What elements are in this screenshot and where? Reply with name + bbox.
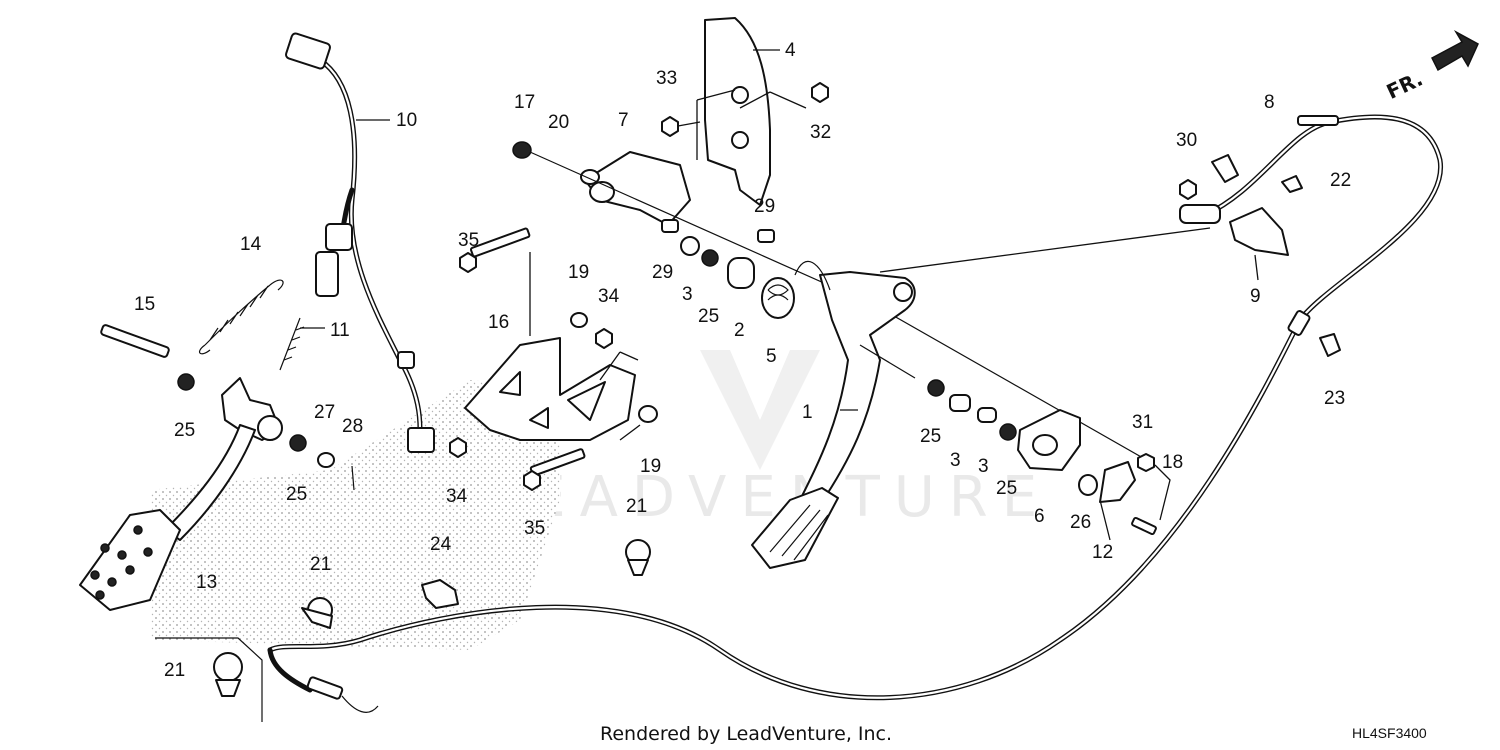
callout-34-b: 34 [446,486,468,507]
bolt-33 [661,116,701,137]
watermark-text: LEADVENTURE [485,465,1051,530]
washer-25-mid [289,434,307,452]
callout-35-a: 35 [458,230,479,251]
callout-3-b: 3 [950,450,961,471]
front-direction-label: FR. [1383,67,1427,104]
pivot-hardware-right [927,379,1157,536]
credit-text: Rendered by LeadVenture, Inc. [600,723,892,745]
nut-19-bottom [638,405,658,423]
callout-22: 22 [1330,170,1351,191]
callout-15: 15 [134,294,155,315]
callout-6: 6 [1034,506,1045,527]
spring-14 [198,279,284,355]
floor-edge-line [155,637,263,722]
callout-20: 20 [548,112,569,133]
bolt-35-bottom [523,448,586,491]
callout-25-d: 25 [920,426,941,447]
callout-24: 24 [430,534,452,555]
cable-end-bracket [1179,154,1303,256]
bolt-35-top [459,227,531,273]
callout-33: 33 [656,68,677,89]
callout-16: 16 [488,312,509,333]
spring-11 [279,317,305,371]
clip-21-lower [301,597,333,629]
callout-27: 27 [314,402,335,423]
shaft-15 [100,324,170,358]
pedal-13 [79,377,283,611]
nut-17 [512,141,532,159]
callout-21-b: 21 [310,554,331,575]
callout-25-b: 25 [174,420,195,441]
clip-23 [1319,333,1341,357]
callout-9: 9 [1250,286,1261,307]
sensor-harness [285,32,435,453]
front-direction-arrow: FR. [1383,30,1479,104]
callout-23: 23 [1324,388,1345,409]
diagram-code: HL4SF3400 [1352,725,1427,741]
watermark: LEADVENTURE [485,350,1051,530]
callout-19-a: 19 [568,262,589,283]
clip-24 [421,579,459,609]
callout-21-a: 21 [626,496,647,517]
clip-21-mid [625,539,651,576]
pivot-hardware [661,219,795,319]
callout-25-a: 25 [698,306,719,327]
callout-28: 28 [342,416,363,437]
callout-11: 11 [330,320,350,341]
callout-32: 32 [810,122,831,143]
bolt-32 [811,82,829,103]
callout-19-b: 19 [640,456,661,477]
callout-12: 12 [1092,542,1113,563]
callout-25-e: 25 [996,478,1017,499]
callout-10: 10 [396,110,417,131]
callouts: 4 33 32 10 17 20 7 29 29 3 25 2 5 14 15 … [134,40,1351,681]
pedal-pad-holes [90,525,153,600]
pivot-bracket-7 [584,151,691,226]
callout-1: 1 [802,402,813,423]
bracket-16 [464,337,636,441]
callout-13: 13 [196,572,217,593]
callout-14: 14 [240,234,262,255]
nut-19-top [570,312,588,328]
washer-25-left [177,373,195,391]
throttle-cable [267,114,1443,713]
callout-18: 18 [1162,452,1183,473]
pin-28 [351,465,355,491]
callout-35-b: 35 [524,518,545,539]
bolt-34-bottom [449,437,467,458]
callout-8: 8 [1264,92,1275,113]
callout-29-upper: 29 [754,196,775,217]
leader-lines [300,49,1259,541]
callout-30: 30 [1176,130,1197,151]
callout-3-a: 3 [682,284,693,305]
callout-3-c: 3 [978,456,989,477]
bracket-4 [704,17,771,206]
callout-34-a: 34 [598,286,620,307]
callout-25-c: 25 [286,484,307,505]
accelerator-pedal-1 [751,271,916,569]
callout-17: 17 [514,92,535,113]
callout-29-lower: 29 [652,262,673,283]
callout-4: 4 [785,40,796,61]
bolt-34-top [595,328,613,349]
washer-27 [317,452,335,468]
callout-2: 2 [734,320,745,341]
clip-21-bottom [213,652,243,697]
callout-7: 7 [618,110,629,131]
callout-26: 26 [1070,512,1091,533]
spring-tail [794,260,831,291]
callout-5: 5 [766,346,777,367]
callout-21-c: 21 [164,660,185,681]
callout-31: 31 [1132,412,1153,433]
